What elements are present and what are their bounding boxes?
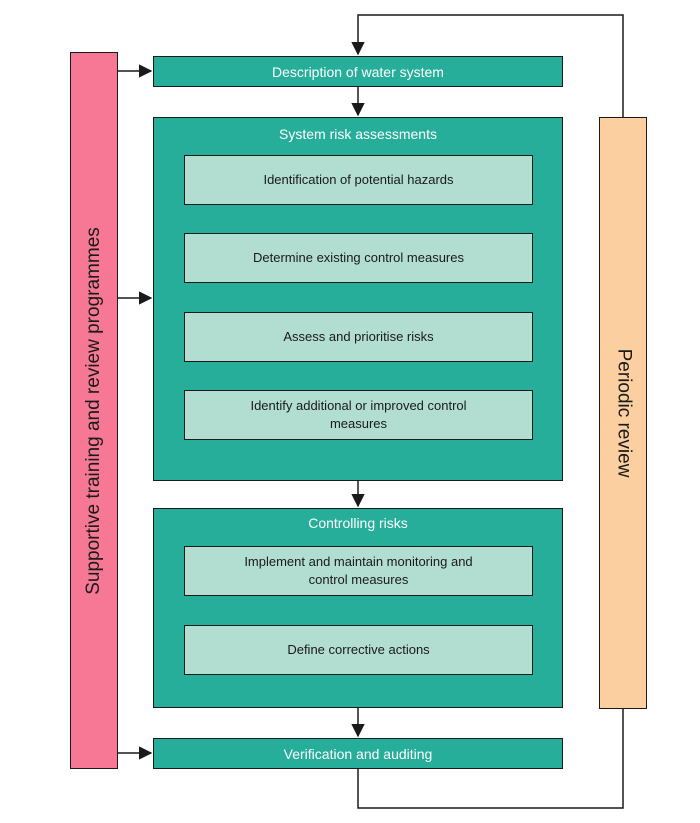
controlling-risks-section: Controlling risks (153, 508, 563, 708)
step-identify-hazards: Identification of potential hazards (184, 155, 533, 205)
step-label: Implement and maintain monitoring and co… (244, 554, 473, 587)
verification-label: Verification and auditing (283, 745, 433, 762)
description-label: Description of water system (272, 63, 444, 80)
periodic-review-label: Periodic review (613, 348, 635, 478)
step-label: Identify additional or improved control … (250, 398, 467, 431)
periodic-review-bar: Periodic review (599, 117, 647, 709)
description-box: Description of water system (153, 56, 563, 87)
step-assess-risks: Assess and prioritise risks (184, 312, 533, 362)
step-label: Determine existing control measures (253, 250, 464, 265)
step-label: Define corrective actions (287, 642, 430, 657)
risk-assessment-title: System risk assessments (279, 126, 437, 142)
step-corrective-actions: Define corrective actions (184, 625, 533, 675)
step-monitoring-controls: Implement and maintain monitoring and co… (184, 546, 533, 596)
step-existing-controls: Determine existing control measures (184, 233, 533, 283)
step-additional-controls: Identify additional or improved control … (184, 390, 533, 440)
supportive-training-label: Supportive training and review programme… (83, 226, 105, 595)
step-label: Identification of potential hazards (263, 172, 454, 187)
verification-box: Verification and auditing (153, 738, 563, 769)
supportive-training-bar: Supportive training and review programme… (70, 52, 118, 769)
step-label: Assess and prioritise risks (283, 329, 434, 344)
controlling-risks-title: Controlling risks (308, 515, 408, 531)
